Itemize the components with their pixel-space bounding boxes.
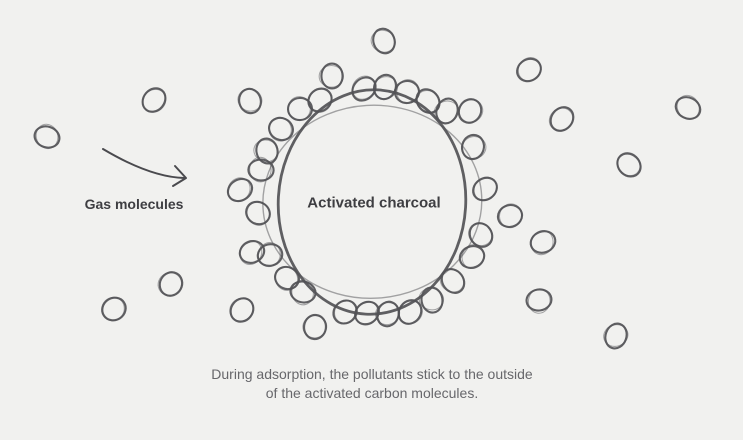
free-molecule-circle	[527, 288, 551, 314]
free-molecule-circle	[458, 99, 484, 123]
caption-line-2: of the activated carbon molecules.	[265, 385, 479, 402]
free-molecule-circle	[604, 322, 628, 350]
gas-molecules-label: Gas molecules	[84, 196, 184, 212]
arrow-layer	[102, 148, 187, 187]
attached-molecule-circle	[257, 242, 281, 268]
charcoal-circle-layer	[262, 88, 483, 316]
attached-molecule-circle	[461, 135, 487, 160]
attached-molecule-circle	[473, 176, 498, 202]
free-molecule-circle	[302, 315, 328, 339]
free-molecule-circle	[157, 272, 183, 296]
free-molecule-circle	[142, 88, 167, 113]
free-molecule-circle	[318, 64, 344, 88]
attached-molecule-circle	[253, 139, 279, 163]
caption: During adsorption, the pollutants stick …	[211, 365, 532, 404]
attached-molecule-circle	[249, 156, 272, 183]
activated-charcoal-circle	[276, 88, 468, 316]
free-molecule-circle	[676, 94, 700, 120]
free-molecule-circle	[237, 88, 263, 112]
free-molecule-circle	[320, 62, 344, 90]
attached-molecule-circle	[398, 300, 423, 325]
free-molecule-circle	[530, 230, 554, 256]
attached-molecule-circle	[239, 240, 263, 266]
free-molecules-layer	[33, 27, 702, 350]
attached-molecule-circle	[439, 268, 465, 293]
attached-molecule-circle	[247, 158, 275, 182]
attached-molecule-circle	[308, 88, 333, 113]
activated-charcoal-circle	[262, 104, 483, 300]
attached-molecule-circle	[461, 244, 485, 270]
free-molecule-circle	[529, 230, 557, 254]
free-molecule-circle	[35, 123, 59, 150]
free-molecule-circle	[517, 57, 542, 82]
attached-molecule-circle	[418, 287, 445, 311]
free-molecule-circle	[548, 107, 574, 132]
gas-flow-arrowhead-icon	[172, 165, 187, 187]
attached-molecule-circle	[238, 240, 266, 264]
activated-charcoal-label: Activated charcoal	[307, 194, 441, 212]
free-molecule-circle	[227, 177, 251, 203]
attached-molecule-circle	[420, 286, 444, 314]
free-molecule-circle	[303, 313, 327, 341]
attached-molecule-circle	[351, 75, 376, 100]
free-molecule-circle	[498, 203, 523, 229]
attached-molecule-circle	[291, 279, 314, 306]
attached-molecule-circle	[468, 222, 493, 247]
free-molecule-circle	[229, 297, 254, 322]
attached-molecule-circle	[333, 299, 358, 324]
attached-molecule-circle	[433, 100, 459, 124]
attached-molecule-circle	[268, 116, 292, 142]
free-molecule-circle	[616, 152, 641, 177]
free-molecule-circle	[525, 288, 553, 312]
attached-molecule-circle	[246, 201, 271, 226]
attached-molecule-circle	[372, 76, 398, 100]
free-molecule-circle	[33, 125, 61, 149]
attached-molecule-circle	[354, 300, 379, 326]
free-molecule-circle	[370, 29, 396, 53]
attached-molecules-layer	[238, 73, 498, 328]
free-molecule-circle	[101, 296, 125, 322]
free-molecule-circle	[603, 324, 629, 347]
caption-line-1: During adsorption, the pollutants stick …	[211, 366, 533, 382]
attached-molecule-circle	[274, 266, 299, 291]
attached-molecule-circle	[287, 96, 311, 121]
gas-flow-arrow-curve	[102, 148, 185, 179]
